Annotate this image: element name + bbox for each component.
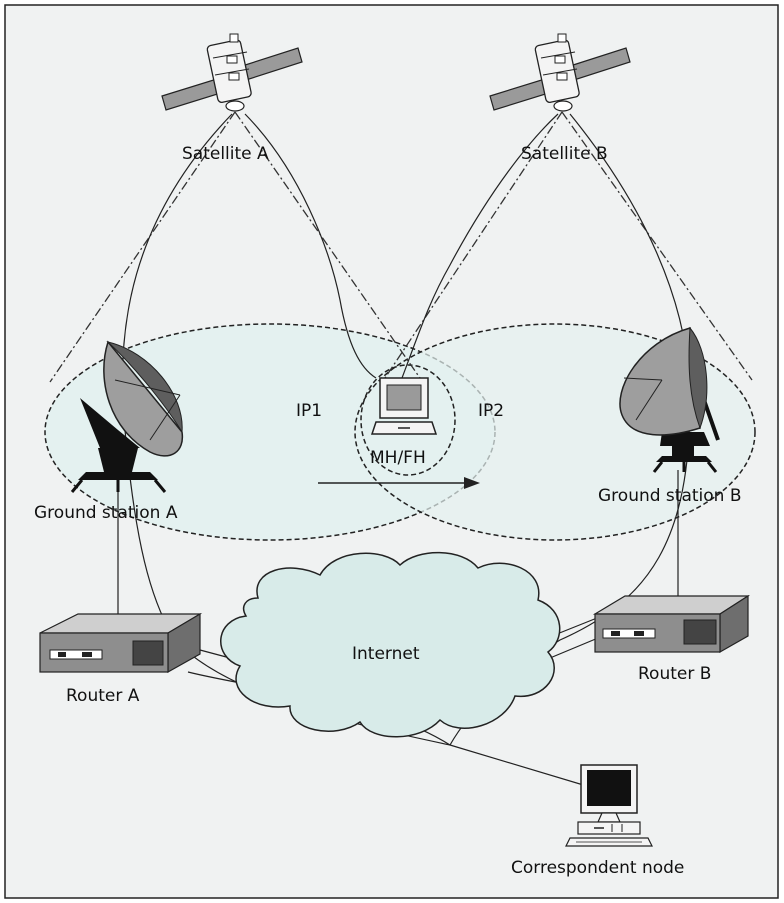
label-mh-fh: MH/FH — [370, 448, 426, 468]
movement-arrow — [318, 477, 480, 489]
label-ground-station-a: Ground station A — [34, 503, 178, 523]
path-mh-to-satB — [401, 113, 559, 379]
satellite-a-beam — [49, 111, 421, 383]
link-internet-routerB-lower — [549, 637, 599, 659]
ground-station-a-icon — [70, 340, 184, 493]
label-satellite-a: Satellite A — [182, 144, 269, 164]
satellite-b-icon — [489, 33, 631, 112]
label-ground-station-b: Ground station B — [598, 486, 742, 506]
router-a-icon — [39, 612, 203, 674]
link-internet-correspondent — [449, 744, 601, 791]
label-internet: Internet — [352, 644, 420, 664]
satellite-b-beam — [384, 111, 753, 381]
router-b-icon — [592, 594, 751, 654]
mh-fh-region — [360, 364, 456, 476]
ground-station-b-icon — [619, 326, 720, 473]
label-ip2: IP2 — [478, 401, 505, 421]
laptop-icon — [370, 377, 438, 435]
satellite-a-icon — [161, 33, 303, 112]
desktop-computer-icon — [565, 764, 653, 847]
path-satA-to-mh — [244, 113, 377, 379]
label-router-a: Router A — [66, 686, 140, 706]
internet-cloud — [220, 551, 561, 738]
link-routerA-internet — [199, 649, 231, 659]
label-satellite-b: Satellite B — [521, 144, 608, 164]
label-correspondent-node: Correspondent node — [511, 858, 685, 878]
label-ip1: IP1 — [296, 401, 323, 421]
label-router-b: Router B — [638, 664, 712, 684]
